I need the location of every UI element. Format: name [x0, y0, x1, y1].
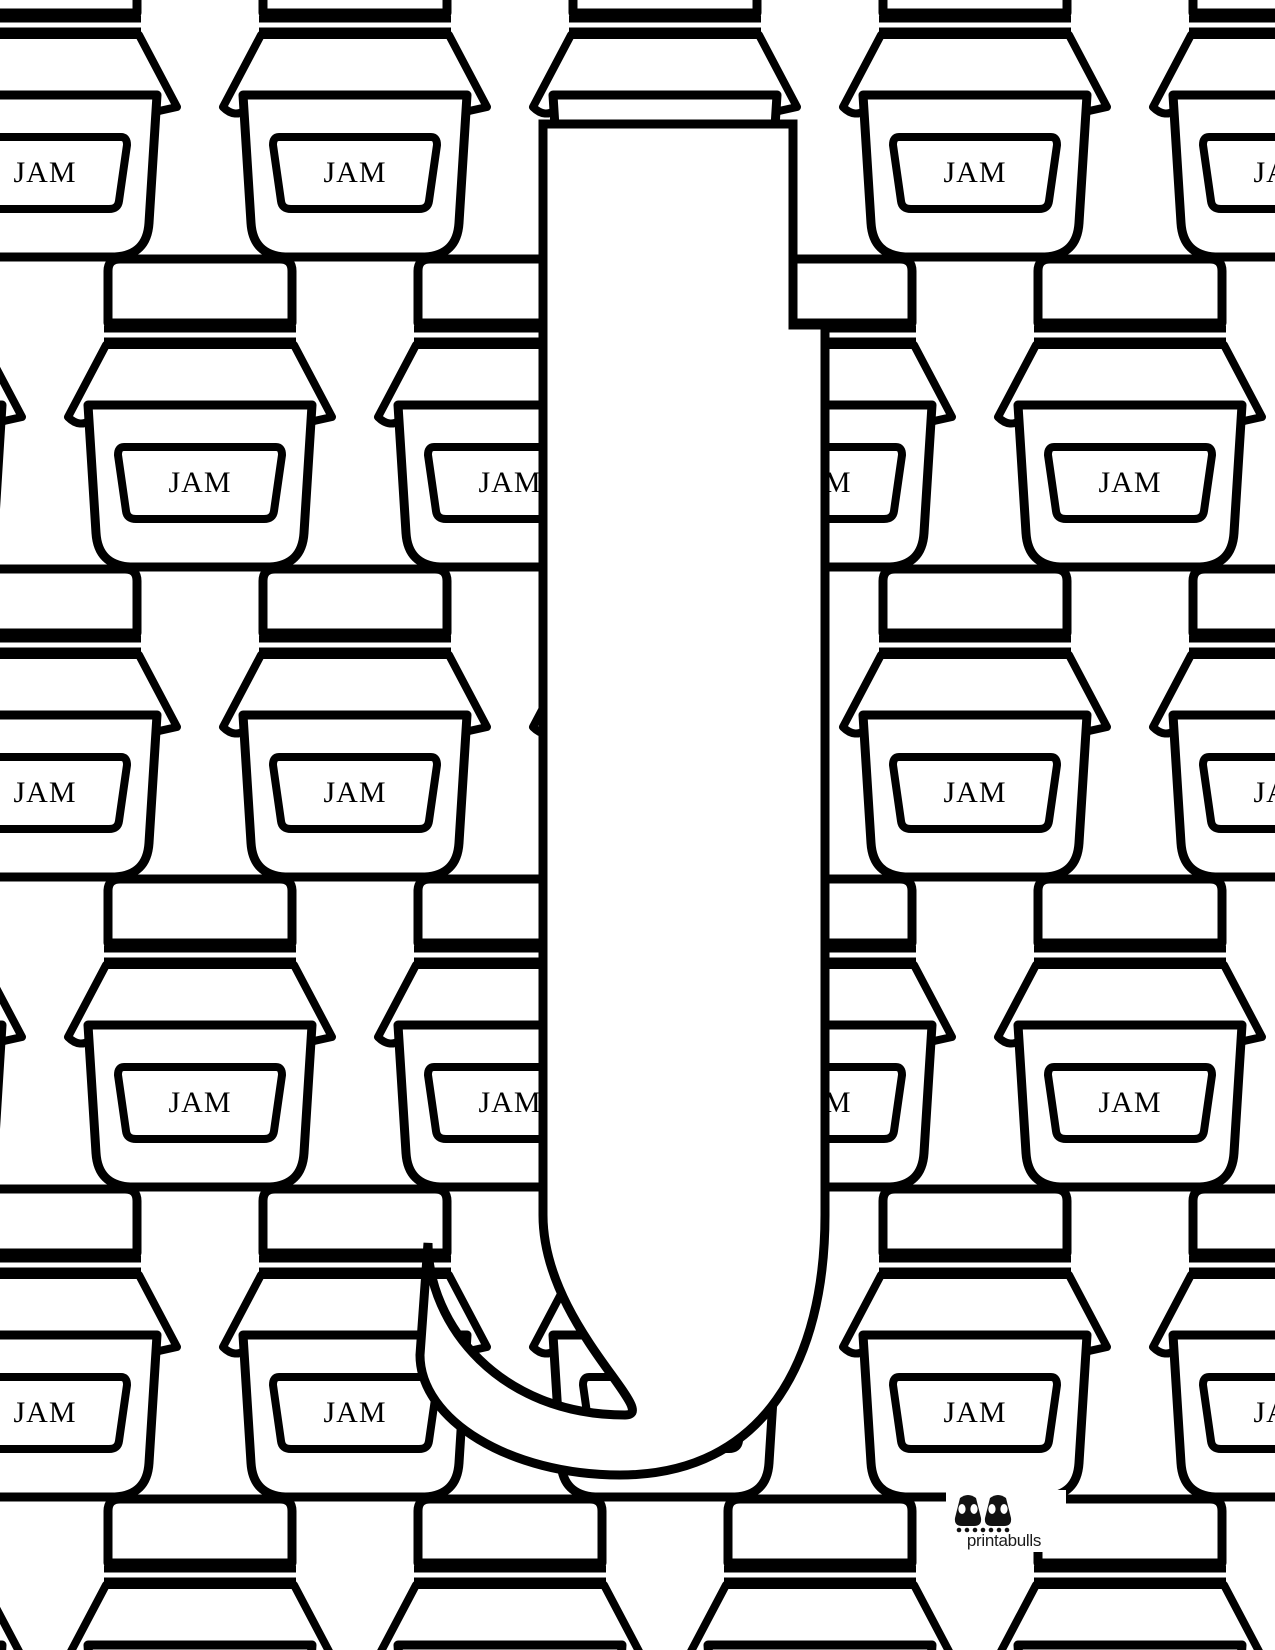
jam-jar-label: JAM [323, 776, 386, 809]
jam-jar: JAM [998, 259, 1262, 567]
jam-jar-label: JAM [13, 156, 76, 189]
jam-jar: JAM [378, 259, 642, 567]
paw-dots [956, 1527, 1010, 1533]
jam-jar-label: JAM [13, 1396, 76, 1429]
jam-jar-label: JAM [168, 1086, 231, 1119]
jam-jar-label: JAM [478, 466, 541, 499]
jam-jar-label: JAM [943, 776, 1006, 809]
jam-jar: JAM [68, 879, 332, 1187]
jam-jar: JAM [843, 0, 1107, 257]
jam-jar: JAM [843, 569, 1107, 877]
logo-wordmark: printabulls [967, 1531, 1041, 1550]
jam-jar: JAM [378, 879, 642, 1187]
bulldog-face-icon [954, 1495, 982, 1526]
jam-jar-label: JAM [1253, 1396, 1275, 1429]
jam-jar: JAM [1153, 0, 1275, 257]
jam-jar: JAM [998, 879, 1262, 1187]
jam-jar-label: JAM [1098, 1086, 1161, 1119]
jam-jar: JAM [1153, 569, 1275, 877]
jam-jar-label: JAM [943, 1396, 1006, 1429]
letter-j-glyph [415, 119, 830, 1480]
bulldog-face-icon-2 [984, 1495, 1012, 1526]
jam-jar-label: JAM [13, 776, 76, 809]
jam-jar: JAM [0, 569, 177, 877]
jam-jar-label: JAM [1253, 776, 1275, 809]
jam-jar-label: JAM [1098, 466, 1161, 499]
jam-jar: JAM [0, 0, 177, 257]
jam-jar-label: JAM [168, 466, 231, 499]
jam-jar-label: JAM [478, 1086, 541, 1119]
jam-jar-label: JAM [323, 1396, 386, 1429]
jam-jar-label: JAM [323, 156, 386, 189]
jam-jar: JAM [223, 0, 487, 257]
jam-jar: JAM [843, 1189, 1107, 1497]
jam-jar: JAM [223, 569, 487, 877]
jam-jar: JAM [0, 1189, 177, 1497]
jam-jar-label: JAM [943, 156, 1006, 189]
jam-jar: JAM [68, 259, 332, 567]
jam-jar: JAM [223, 1189, 487, 1497]
jam-jar: JAM [1153, 1189, 1275, 1497]
jam-jar-label: JAM [1253, 156, 1275, 189]
